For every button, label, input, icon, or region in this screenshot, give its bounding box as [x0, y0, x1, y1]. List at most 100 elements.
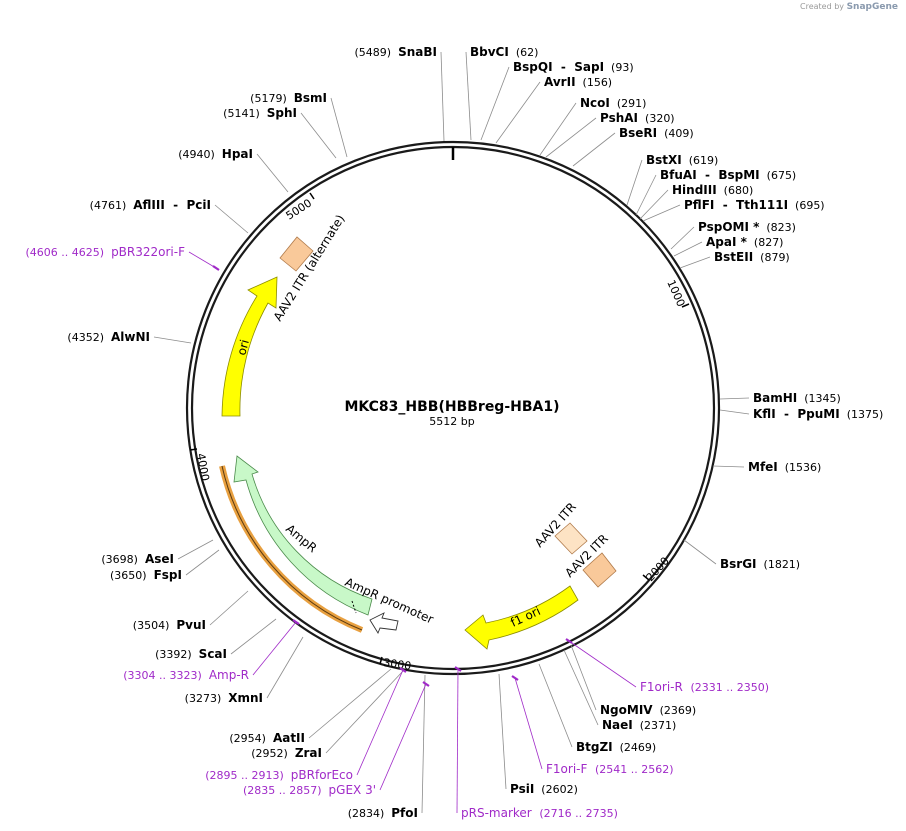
site-apai[interactable]: ApaI * (827)	[673, 235, 784, 257]
site-bseri[interactable]: BseRI (409)	[572, 126, 694, 167]
primer-leader-line	[356, 669, 404, 776]
primer-binding-mark	[454, 666, 462, 672]
site-pshai[interactable]: PshAI (320)	[545, 111, 675, 158]
site-bfuai-bspmi[interactable]: BfuAI - BspMI (675)	[635, 168, 796, 216]
primer-binding-mark	[212, 265, 220, 271]
site-position: (2371)	[633, 719, 677, 732]
primer-label: (4606 .. 4625) pBR322ori-F	[26, 245, 186, 259]
site-bsteii[interactable]: BstEII (879)	[679, 250, 790, 269]
feature-f1-ori[interactable]: f1 ori	[464, 585, 579, 650]
site-name: PvuI	[176, 618, 206, 632]
site-afliii-pcii[interactable]: (4761) AflIII - PciI	[90, 198, 249, 234]
site-leader-line	[570, 644, 597, 711]
site-kfli-ppumi[interactable]: KflI - PpuMI (1375)	[719, 407, 883, 421]
primer-range: (2541 .. 2562)	[595, 763, 674, 776]
feature-aav2-itr-1[interactable]: AAV2 ITR	[532, 500, 588, 555]
site-zrai[interactable]: (2952) ZraI	[251, 670, 404, 760]
site-label: (3273) XmnI	[185, 691, 263, 705]
primer-prs-marker[interactable]: pRS-marker (2716 .. 2735)	[454, 666, 618, 820]
site-hindiii[interactable]: HindIII (680)	[639, 183, 753, 220]
site-leader-line	[683, 539, 717, 565]
site-position: (2369)	[653, 704, 697, 717]
site-leader-line	[209, 590, 249, 626]
site-position: (4352)	[67, 331, 111, 344]
site-bbvci[interactable]: BbvCI (62)	[465, 45, 538, 141]
site-bamhi[interactable]: BamHI (1345)	[719, 391, 841, 405]
site-name: ApaI *	[706, 235, 748, 249]
site-label: (3504) PvuI	[133, 618, 206, 632]
site-pvui[interactable]: (3504) PvuI	[133, 590, 249, 632]
site-position: (93)	[604, 61, 634, 74]
primer-pbrforeco[interactable]: (2895 .. 2913) pBRforEco	[205, 667, 407, 782]
site-name: AseI	[145, 552, 174, 566]
site-label: (2954) AatII	[229, 731, 305, 745]
primer-f1ori-f[interactable]: F1ori-F (2541 .. 2562)	[511, 675, 674, 776]
site-bspqi-sapi[interactable]: BspQI - SapI (93)	[480, 60, 634, 141]
site-ncoi[interactable]: NcoI (291)	[539, 96, 646, 156]
site-avrii[interactable]: AvrII (156)	[495, 75, 612, 144]
site-naei[interactable]: NaeI (2371)	[563, 649, 677, 732]
site-position: (827)	[747, 236, 784, 249]
tick-label-1000: 1000	[664, 278, 687, 309]
site-leader-line	[635, 174, 657, 216]
site-position: (3650)	[110, 569, 154, 582]
site-alwni[interactable]: (4352) AlwNI	[67, 330, 192, 344]
site-position: (1536)	[778, 461, 822, 474]
site-label: (4940) HpaI	[178, 147, 253, 161]
site-psii[interactable]: PsiI (2602)	[498, 673, 578, 796]
site-name: - Tth111I	[714, 198, 788, 212]
site-name: MfeI	[748, 460, 778, 474]
site-scai[interactable]: (3392) ScaI	[155, 618, 277, 661]
site-label: PflFI - Tth111I (695)	[684, 198, 825, 212]
site-position: (409)	[657, 127, 694, 140]
created-by-text: Created by	[800, 2, 845, 11]
site-name: BbvCI	[470, 45, 509, 59]
site-sphi[interactable]: (5141) SphI	[223, 106, 337, 159]
site-leader-line	[465, 51, 472, 141]
tick-label-2000: 2000	[644, 555, 672, 585]
site-btgzi[interactable]: BtgZI (2469)	[538, 663, 656, 754]
site-mfei[interactable]: MfeI (1536)	[712, 460, 822, 474]
plasmid-name: MKC83_HBB(HBBreg-HBA1)	[344, 399, 559, 415]
site-label: KflI - PpuMI (1375)	[753, 407, 883, 421]
site-name: BstXI	[646, 153, 682, 167]
site-name: NaeI	[602, 718, 633, 732]
primer-leader-line	[188, 251, 217, 269]
site-name: BtgZI	[576, 740, 613, 754]
site-name: PfoI	[391, 806, 418, 820]
site-name: AflIII	[133, 198, 165, 212]
site-name: ZraI	[295, 746, 322, 760]
site-position: (3698)	[101, 553, 145, 566]
site-pfoi[interactable]: (2834) PfoI	[348, 674, 426, 820]
site-bsrgi[interactable]: BsrGI (1821)	[683, 539, 800, 571]
feature-aav2-itr-alternate[interactable]: AAV2 ITR (alternate)	[271, 212, 348, 323]
primer-amp-r[interactable]: (3304 .. 3323) Amp-R	[123, 619, 300, 682]
site-label: BstEII (879)	[714, 250, 790, 264]
site-hpai[interactable]: (4940) HpaI	[178, 147, 289, 193]
site-name: - BspMI	[697, 168, 760, 182]
site-bsmi[interactable]: (5179) BsmI	[250, 91, 348, 158]
site-fspi[interactable]: (3650) FspI	[110, 549, 220, 582]
primer-range: (2716 .. 2735)	[539, 807, 618, 820]
site-leader-line	[639, 189, 669, 220]
primer-binding-mark	[292, 619, 300, 625]
site-ngomiv[interactable]: NgoMIV (2369)	[570, 644, 697, 717]
primer-f1ori-r[interactable]: F1ori-R (2331 .. 2350)	[565, 638, 769, 694]
primer-name: Amp-R	[209, 668, 249, 682]
primer-range: (4606 .. 4625)	[26, 246, 112, 259]
primer-binding-mark	[399, 667, 407, 673]
feature-ori[interactable]: ori	[221, 276, 278, 417]
site-bstxi[interactable]: BstXI (619)	[626, 153, 718, 206]
site-label: BspQI - SapI (93)	[513, 60, 634, 74]
site-pflfi-tth111i[interactable]: PflFI - Tth111I (695)	[642, 198, 825, 222]
site-label: BtgZI (2469)	[576, 740, 656, 754]
site-snabi[interactable]: (5489) SnaBI	[355, 45, 445, 142]
site-pspomi[interactable]: PspOMI * (823)	[670, 220, 796, 250]
primer-pgex-3[interactable]: (2835 .. 2857) pGEX 3'	[243, 681, 430, 797]
site-leader-line	[440, 51, 445, 142]
site-aatii[interactable]: (2954) AatII	[229, 668, 392, 745]
site-xmni[interactable]: (3273) XmnI	[185, 636, 304, 705]
primer-pbr322ori-f[interactable]: (4606 .. 4625) pBR322ori-F	[26, 245, 220, 271]
site-asei[interactable]: (3698) AseI	[101, 539, 214, 566]
site-label: (5489) SnaBI	[355, 45, 437, 59]
